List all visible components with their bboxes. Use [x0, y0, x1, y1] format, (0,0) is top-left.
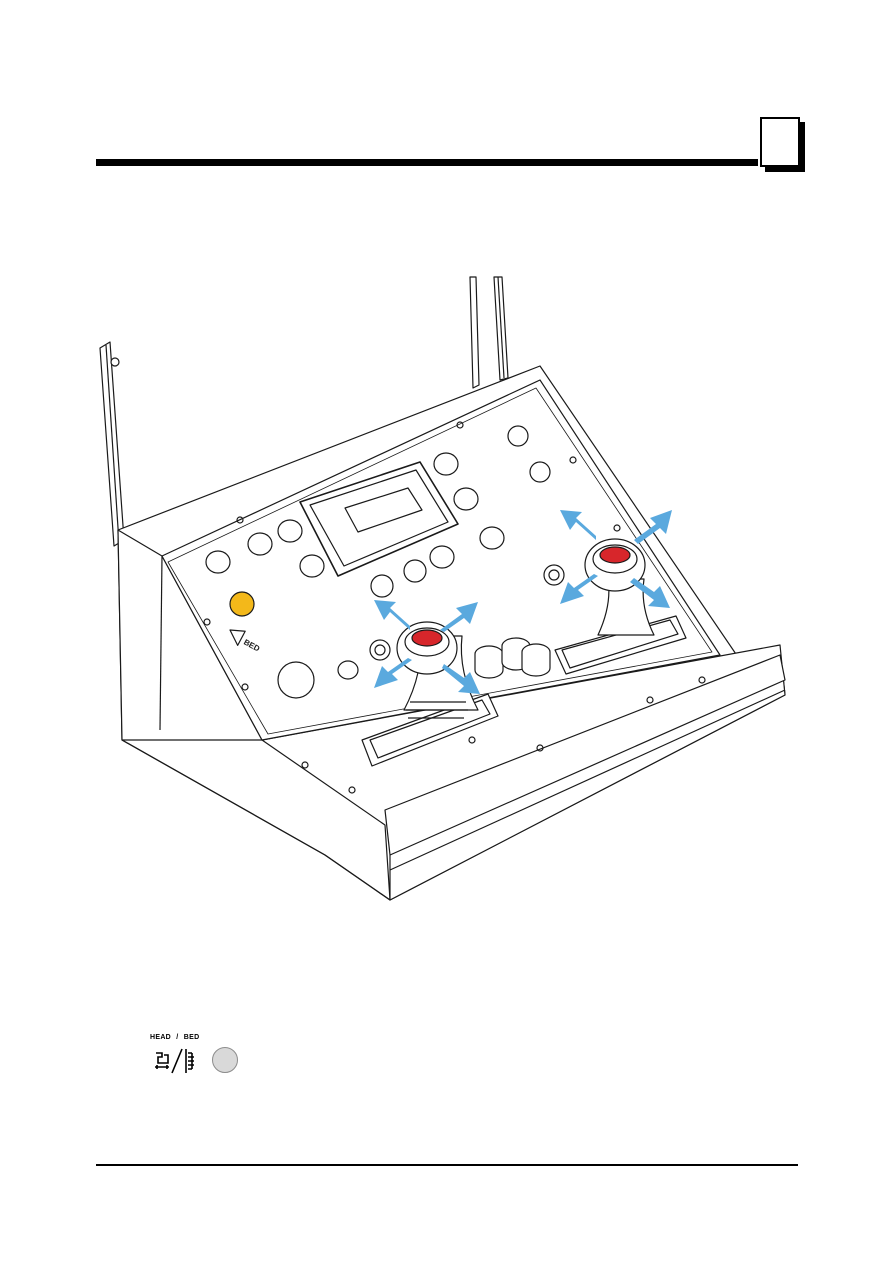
legend-label-head: HEAD — [150, 1034, 171, 1041]
control-console-illustration: BED — [90, 270, 810, 910]
footer-rule — [96, 1164, 798, 1166]
head-bed-selector-button — [212, 1047, 238, 1073]
left-joystick-button — [412, 630, 442, 646]
header-rule — [96, 159, 758, 166]
legend-label-bed: BED — [184, 1034, 200, 1041]
head-bed-selector-icon — [152, 1047, 200, 1075]
legend-label: HEAD / BED — [150, 1034, 199, 1041]
yellow-indicator-light — [230, 592, 254, 616]
head-bed-legend: HEAD / BED — [150, 1034, 250, 1079]
legend-label-separator: / — [176, 1034, 178, 1041]
chapter-tab — [760, 117, 800, 167]
right-joystick-button — [600, 547, 630, 563]
